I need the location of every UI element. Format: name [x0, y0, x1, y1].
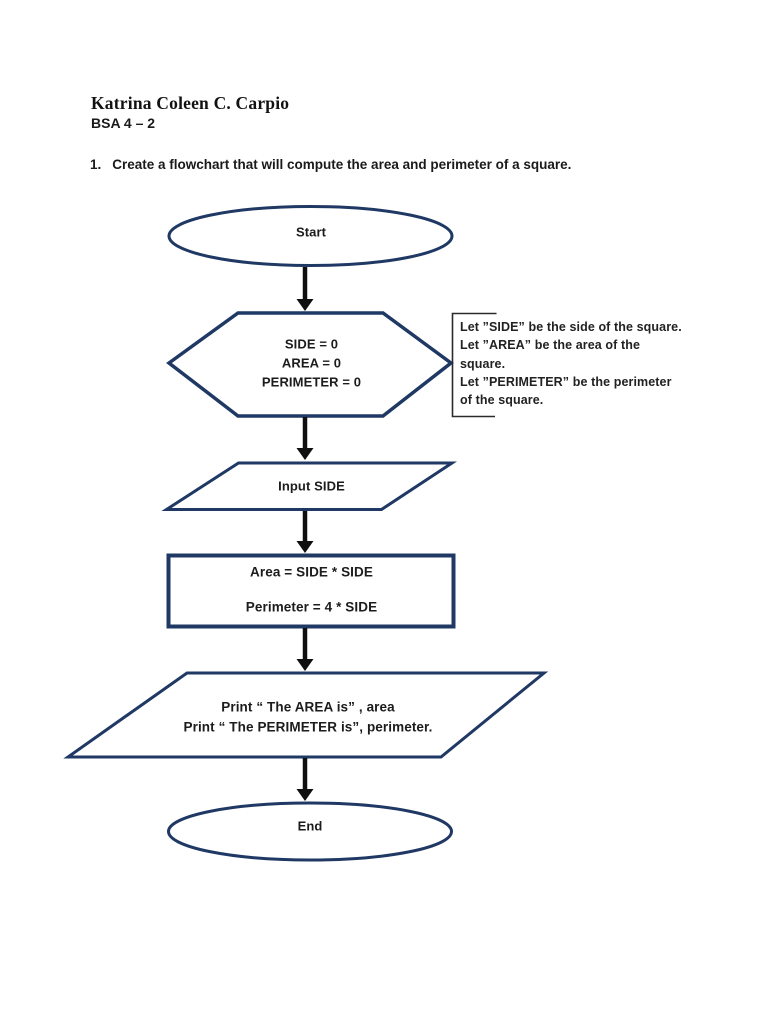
question-text: Create a flowchart that will compute the… [112, 157, 572, 172]
note-line: square. [460, 356, 506, 371]
process-line: Perimeter = 4 * SIDE [245, 599, 378, 614]
flow-arrow-output-to-end [296, 758, 314, 801]
flow-arrow-start-to-init [296, 267, 314, 311]
process-line: Area = SIDE * SIDE [250, 564, 373, 579]
input-label: Input SIDE [278, 478, 345, 494]
student-name: Katrina Coleen C. Carpio [91, 93, 290, 113]
output-line: Print “ The PERIMETER is”, perimeter. [183, 719, 433, 734]
init-preparation-hexagon [166, 311, 454, 418]
note-line: Let ”PERIMETER” be the perimeter [460, 374, 672, 389]
output-line: Print “ The AREA is” , area [221, 699, 395, 715]
start-terminator-ellipse [167, 205, 454, 267]
flow-arrow-process-to-output [296, 628, 314, 671]
init-line: SIDE = 0 [284, 336, 339, 351]
output-parallelogram [63, 671, 549, 759]
flow-arrow-init-to-input [296, 417, 314, 460]
end-terminator-ellipse [167, 801, 453, 862]
note-line: of the square. [460, 393, 544, 408]
note-bracket [451, 312, 497, 418]
end-label: End [297, 818, 323, 834]
start-label: Start [295, 224, 327, 240]
question-number: 1. [90, 157, 102, 172]
input-parallelogram [161, 461, 457, 511]
arrowhead-icon [296, 448, 314, 460]
arrowhead-icon [296, 789, 314, 801]
question: 1. Create a flowchart that will compute t… [90, 157, 571, 172]
init-line: PERIMETER = 0 [261, 374, 362, 389]
init-line: AREA = 0 [281, 355, 342, 370]
arrowhead-icon [296, 299, 314, 311]
flow-arrow-input-to-process [296, 511, 314, 553]
arrowhead-icon [296, 541, 314, 553]
student-section: BSA 4 – 2 [91, 115, 156, 131]
arrowhead-icon [296, 659, 314, 671]
side-note: Let ”SIDE” be the side of the square. Le… [460, 318, 760, 409]
process-rectangle [166, 553, 456, 629]
note-line: Let ”SIDE” be the side of the square. [460, 320, 682, 334]
note-line: Let ”AREA” be the area of the [460, 338, 641, 353]
